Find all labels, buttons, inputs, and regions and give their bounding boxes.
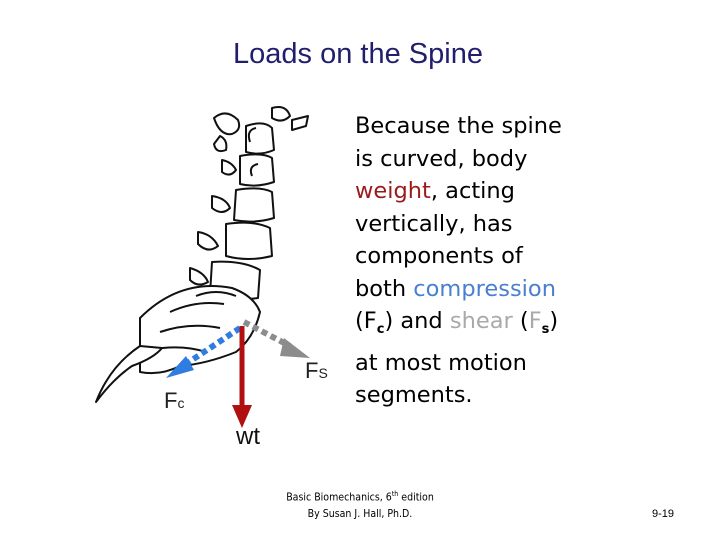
vertebrae: [95, 106, 309, 403]
weight-arrowhead: [232, 405, 252, 428]
shear-term: shear: [449, 308, 513, 334]
shear-arrow: [242, 319, 292, 349]
citation-footer: Basic Biomechanics, 6th edition By Susan…: [286, 490, 434, 520]
weight-term: weight: [355, 178, 431, 204]
slide-body-text: Because the spine is curved, body weight…: [355, 113, 562, 408]
wt-label: wt: [236, 423, 260, 450]
fc-label: Fc: [164, 388, 185, 413]
compression-arrowhead: [166, 356, 194, 378]
fs-label: FS: [305, 358, 328, 383]
slide-title: Loads on the Spine: [233, 38, 483, 70]
compression-arrow: [184, 325, 242, 367]
shear-arrowhead: [280, 338, 310, 358]
page-number: 9-19: [652, 508, 675, 520]
compression-term: compression: [413, 275, 556, 302]
